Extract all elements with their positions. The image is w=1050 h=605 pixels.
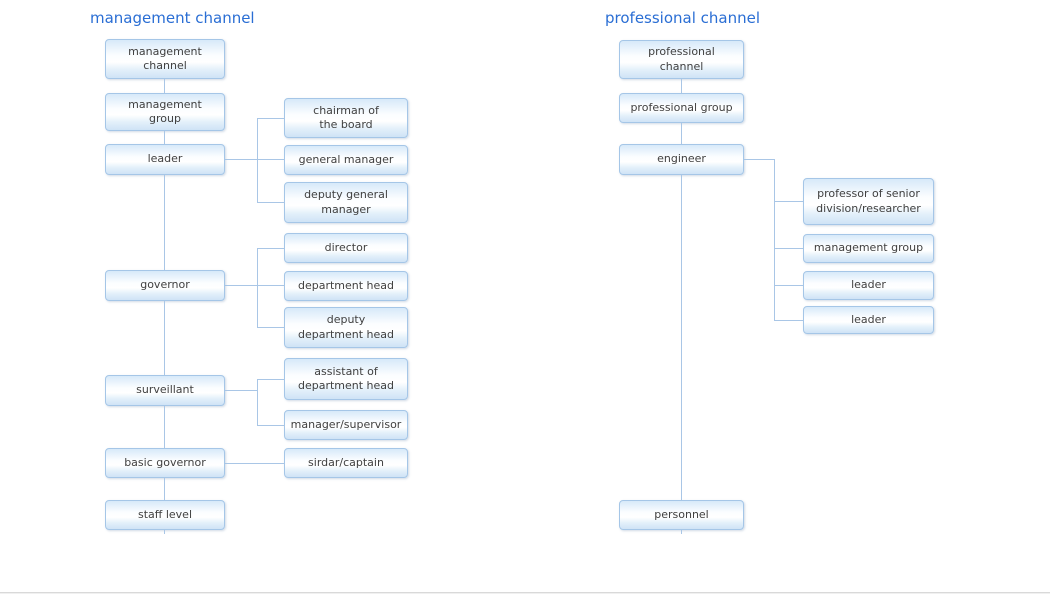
node-personnel: personnel <box>619 500 744 530</box>
node-governor: governor <box>105 270 225 301</box>
connector-chain <box>681 123 682 144</box>
connector-chain <box>681 79 682 93</box>
node-basic-governor: basic governor <box>105 448 225 478</box>
connector-chain <box>164 79 165 93</box>
node-assistant-of-department-head: assistant of department head <box>284 358 408 400</box>
connector-engineer-spine <box>774 159 775 321</box>
node-management-group: management group <box>105 93 225 131</box>
connector-leader-spine <box>257 118 258 203</box>
node-management-group-right: management group <box>803 234 934 263</box>
node-professional-group: professional group <box>619 93 744 123</box>
node-management-channel: management channel <box>105 39 225 79</box>
connector-governor-branch <box>257 327 285 328</box>
connector-leader-branch <box>257 202 285 203</box>
connector-leader-branch <box>225 159 285 160</box>
connector-engineer-branch <box>774 285 803 286</box>
connector-chain <box>164 406 165 448</box>
connector-engineer-branch <box>774 248 803 249</box>
node-chairman-of-the-board: chairman of the board <box>284 98 408 138</box>
connector-stub <box>681 530 682 534</box>
node-leader-1: leader <box>803 271 934 300</box>
node-sirdar-captain: sirdar/captain <box>284 448 408 478</box>
connector-governor-branch <box>257 248 285 249</box>
node-manager-supervisor: manager/supervisor <box>284 410 408 440</box>
connector-leader-branch <box>257 118 285 119</box>
connector-engineer-branch <box>774 201 803 202</box>
connector-chain <box>164 478 165 500</box>
connector-stub <box>164 530 165 534</box>
connector-surveillant-branch <box>257 379 285 380</box>
connector-chain <box>164 301 165 375</box>
connector-governor-spine <box>257 248 258 328</box>
connector-chain <box>164 131 165 144</box>
connector-basic-governor-branch <box>225 463 285 464</box>
node-deputy-department-head: deputy department head <box>284 307 408 348</box>
node-deputy-general-manager: deputy general manager <box>284 182 408 223</box>
connector-surveillant-branch <box>225 390 258 391</box>
node-professor-of-senior-division-researcher: professor of senior division/researcher <box>803 178 934 225</box>
connector-engineer-branch <box>744 159 774 160</box>
connector-governor-branch <box>225 285 285 286</box>
connector-chain <box>164 175 165 270</box>
node-department-head: department head <box>284 271 408 301</box>
node-leader-2: leader <box>803 306 934 334</box>
node-professional-channel: professional channel <box>619 40 744 79</box>
node-staff-level: staff level <box>105 500 225 530</box>
node-engineer: engineer <box>619 144 744 175</box>
connector-surveillant-spine <box>257 379 258 426</box>
node-leader: leader <box>105 144 225 175</box>
left-chart-title: management channel <box>90 9 255 27</box>
right-chart-title: professional channel <box>605 9 761 27</box>
connector-surveillant-branch <box>257 425 285 426</box>
node-director: director <box>284 233 408 263</box>
connector-chain <box>681 175 682 500</box>
node-general-manager: general manager <box>284 145 408 175</box>
connector-engineer-branch <box>774 320 803 321</box>
node-surveillant: surveillant <box>105 375 225 406</box>
bottom-separator <box>0 592 1050 594</box>
